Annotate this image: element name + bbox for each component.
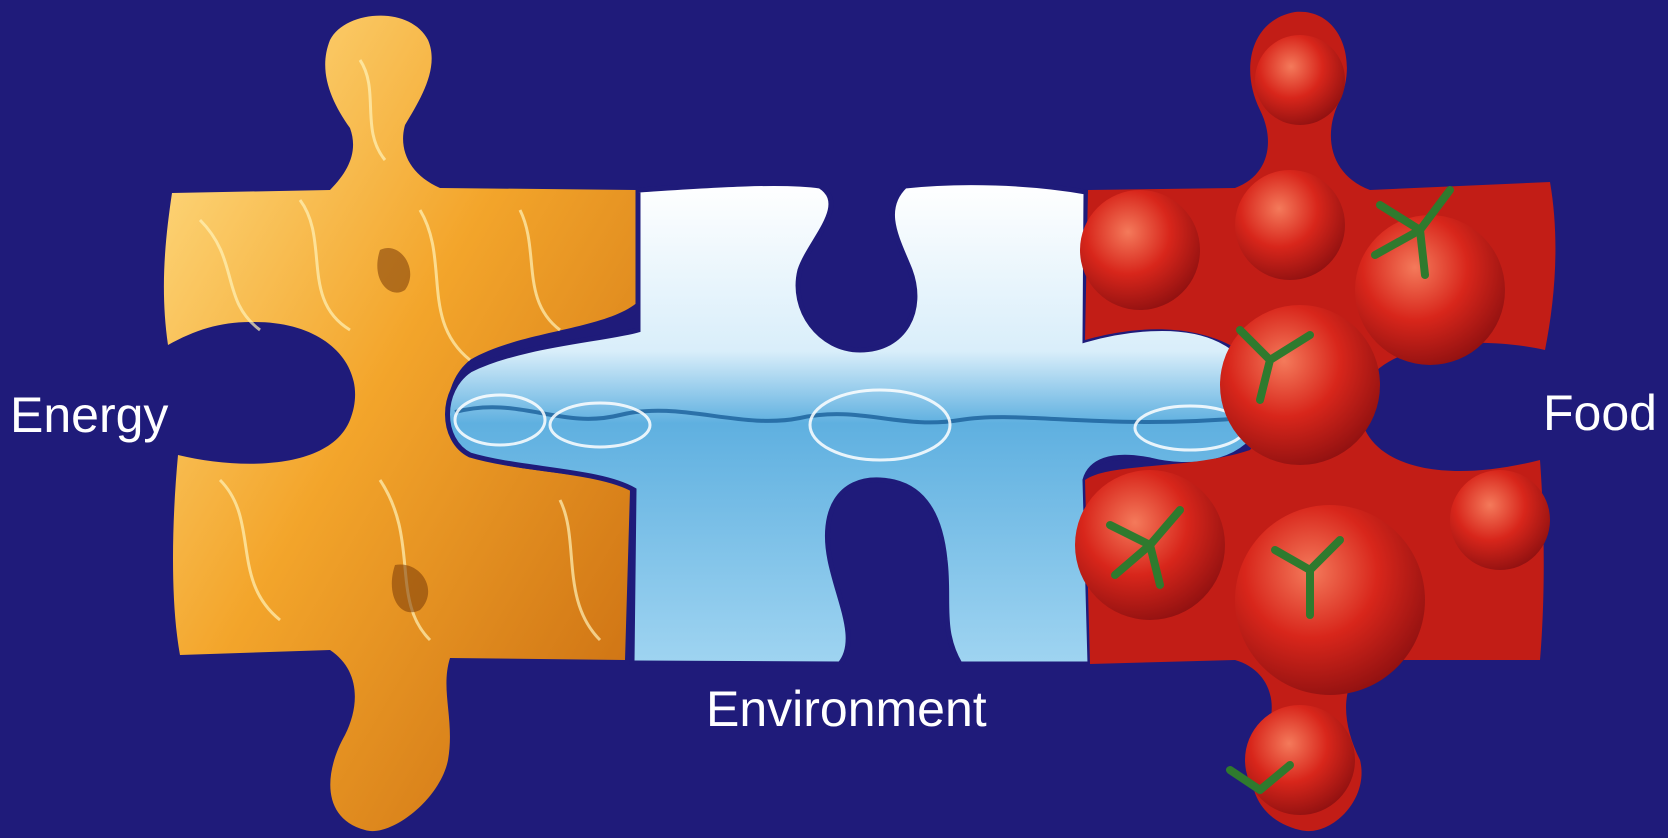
- food-label: Food: [1543, 388, 1657, 438]
- energy-label: Energy: [10, 390, 168, 440]
- environment-label: Environment: [706, 684, 987, 734]
